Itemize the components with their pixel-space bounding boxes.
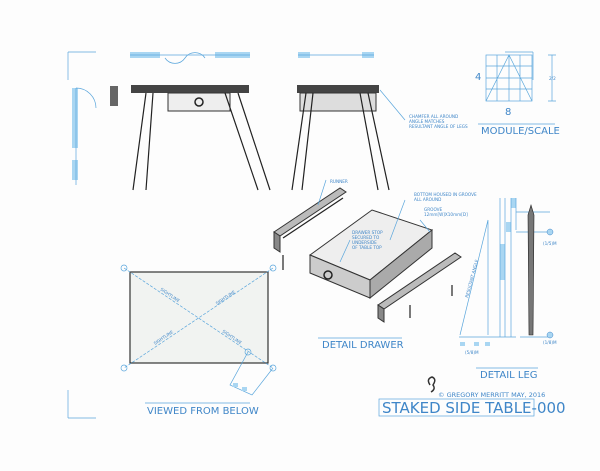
drawer-stop-label-4: OF TABLE TOP (352, 245, 382, 250)
viewed-from-below-caption: VIEWED FROM BELOW (147, 406, 259, 417)
groove-label-2: 12mm[W]X10mm[D] (424, 212, 468, 217)
drawer-stop-label-1: DRAWER STOP (352, 230, 383, 235)
leg-width-dim: (5/8)M (465, 350, 479, 355)
leg-bottom-dim: (1/8)M (543, 340, 557, 345)
side-elevation (291, 52, 406, 191)
resultant-angle-label: RESULTANT ANGLE (464, 259, 479, 299)
bottom-housed-label-1: BOTTOM HOUSED IN GROOVE (414, 192, 477, 197)
chamfer-note-3: RESULTANT ANGLE OF LEGS (409, 124, 468, 129)
drawer-exploded (273, 179, 462, 323)
chamfer-note-2: ANGLE MATCHES (409, 119, 445, 124)
drawer-stop-label-2: SECURED TO (352, 235, 380, 240)
detail-drawer-caption: DETAIL DRAWER (322, 340, 404, 351)
module-scale-title: MODULE/SCALE (481, 126, 560, 137)
detail-leg-caption: DETAIL LEG (480, 370, 538, 381)
seahorse-logo (427, 376, 436, 393)
module-width: 8 (505, 107, 511, 118)
underside-view (120, 264, 277, 396)
corner-marks (67, 51, 534, 419)
drawing-title: STAKED SIDE TABLE-000 (382, 399, 566, 417)
leg-detail (459, 198, 554, 346)
chamfer-note-1: CHAMFER ALL AROUND (409, 114, 458, 119)
module-dim: 2/2 (549, 76, 556, 81)
module-height: 4 (475, 72, 481, 83)
front-elevation (130, 52, 271, 191)
runner-label: RUNNER (330, 179, 348, 184)
title-box (378, 398, 535, 417)
bottom-housed-label-2: ALL AROUND (414, 197, 441, 202)
left-elevation (72, 86, 118, 185)
leg-top-dim: (1/5)M (543, 241, 557, 246)
credit-line: © GREGORY MERRITT MAY, 2016 (438, 391, 545, 399)
groove-label-1: GROOVE (424, 207, 443, 212)
drawer-stop-label-3: UNDERSIDE (352, 240, 377, 245)
module-grid (485, 54, 556, 102)
